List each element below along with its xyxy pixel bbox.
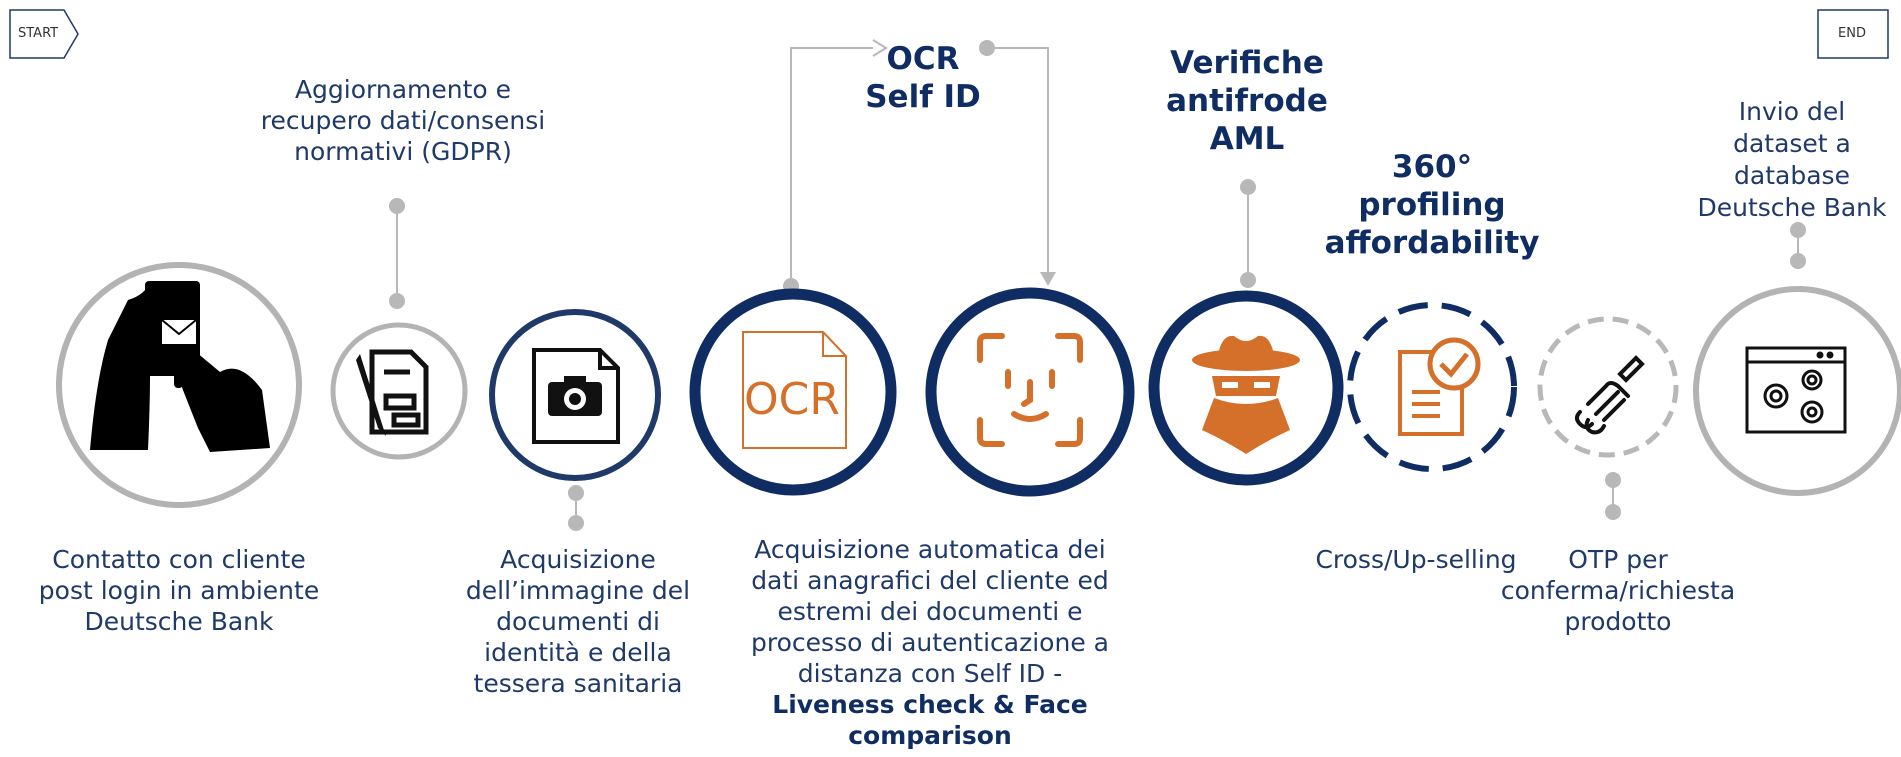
camera-document-icon — [532, 348, 620, 444]
otp-circle — [1537, 316, 1679, 458]
ocr-arrow-head — [872, 39, 888, 57]
contact-label: Contatto con cliente post login in ambie… — [38, 545, 320, 636]
ocr-heading-line1: OCR — [886, 41, 960, 77]
profiling-heading-line1: 360° — [1391, 149, 1473, 185]
send-label-line4: Deutsche Bank — [1697, 193, 1887, 222]
aml-heading-line1: Verifiche — [1170, 45, 1324, 81]
profiling-heading-line2: profiling — [1358, 187, 1506, 223]
profiling-circle — [1347, 302, 1517, 472]
ocr-heading: OCR Self ID — [833, 40, 1013, 116]
profiling-heading-line3: affordability — [1324, 225, 1540, 261]
connector-lines — [389, 40, 1806, 531]
face-recognition-icon — [977, 333, 1083, 447]
gear-window-icon — [1745, 346, 1847, 434]
cross-selling-label: Cross/Up-selling — [1315, 545, 1517, 574]
profiling-heading: 360° profiling affordability — [1302, 148, 1562, 262]
send-circle — [1693, 286, 1901, 496]
start-tag — [9, 9, 79, 59]
face-arrow-head — [1040, 272, 1056, 286]
aml-heading-line3: AML — [1209, 121, 1285, 157]
auto-acquisition-label: Acquisizione automatica dei dati anagraf… — [730, 534, 1130, 751]
ocr-document-icon — [742, 331, 847, 449]
auto-acquisition-bold: Liveness check & Face comparison — [772, 690, 1088, 750]
auto-acquisition-text: Acquisizione automatica dei dati anagraf… — [751, 535, 1109, 688]
gdpr-label: Aggiornamento e recupero dati/consensi n… — [260, 75, 546, 166]
ocr-heading-line2: Self ID — [865, 79, 981, 115]
send-label-line1: Invio del — [1738, 97, 1846, 126]
start-label: START — [18, 26, 59, 41]
form-document-icon — [356, 349, 429, 436]
spy-fraud-icon — [1192, 335, 1300, 454]
end-tag — [1817, 9, 1889, 59]
send-label-line3: database — [1734, 161, 1850, 190]
end-label: END — [1838, 26, 1866, 41]
aml-heading-line2: antifrode — [1166, 83, 1328, 119]
aml-heading: Verifiche antifrode AML — [1147, 44, 1347, 158]
checklist-document-icon — [1398, 337, 1481, 436]
send-label: Invio del dataset a database Deutsche Ba… — [1686, 96, 1898, 224]
otp-label: OTP per conferma/richiesta prodotto — [1500, 545, 1736, 636]
send-label-line2: dataset a — [1733, 129, 1851, 158]
handshake-icon — [1575, 355, 1645, 435]
ocr-icon-text: OCR — [744, 374, 840, 425]
hands-holding-phone-icon — [90, 281, 270, 452]
acquire-doc-label: Acquisizione dell’immagine del documenti… — [465, 545, 691, 698]
